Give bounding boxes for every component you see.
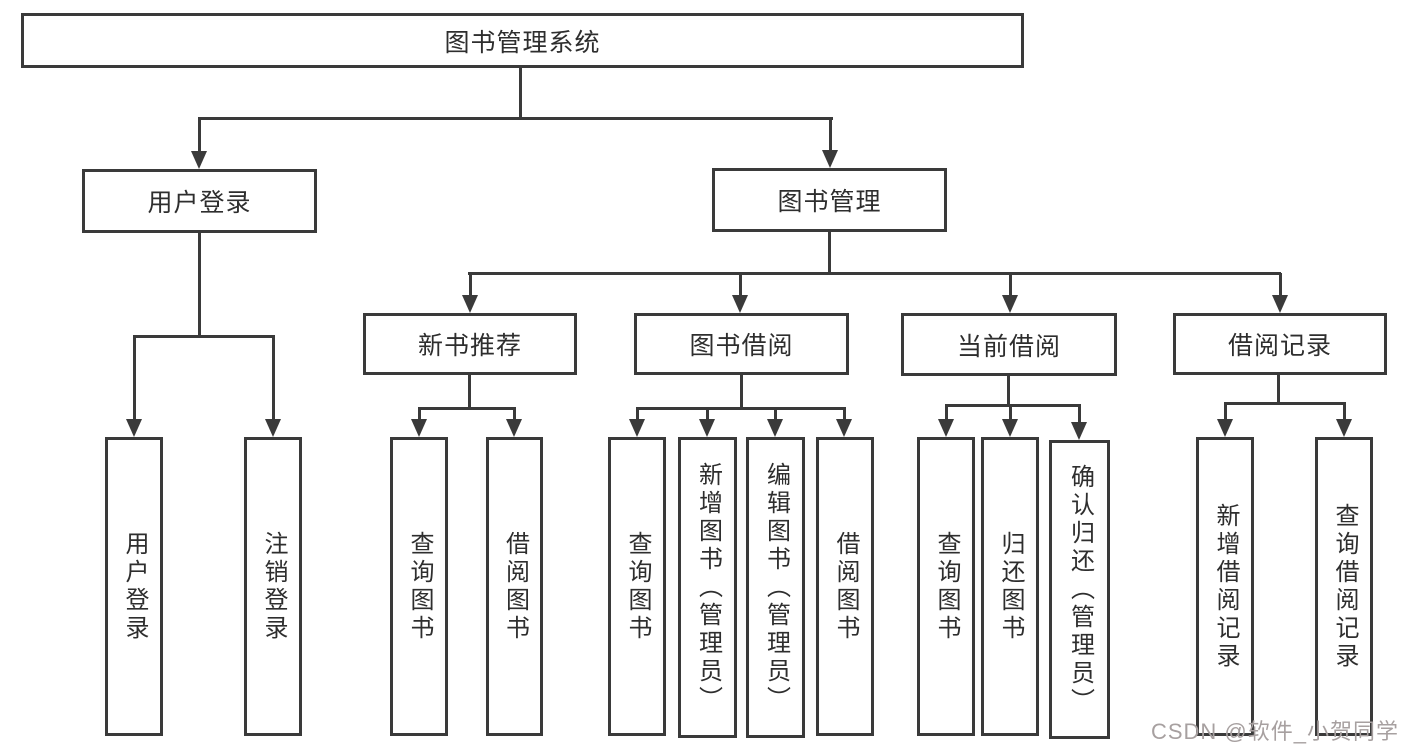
leaf-return-books: 归还图书 bbox=[981, 437, 1039, 736]
leaf-edit-books-admin: 编辑图书（管理员） bbox=[746, 437, 805, 738]
down-arrow-icon bbox=[629, 408, 645, 437]
down-arrow-icon bbox=[1002, 273, 1018, 313]
down-arrow-icon bbox=[1002, 405, 1018, 437]
down-arrow-icon bbox=[126, 336, 142, 437]
leaf-add-borrow-record: 新增借阅记录 bbox=[1196, 437, 1254, 736]
connector-line bbox=[519, 68, 522, 118]
connector-line bbox=[198, 117, 833, 120]
leaf-confirm-return-admin: 确认归还（管理员） bbox=[1049, 440, 1110, 739]
connector-line bbox=[198, 233, 201, 336]
down-arrow-icon bbox=[1217, 403, 1233, 437]
connector-line bbox=[1277, 375, 1280, 403]
node-root: 图书管理系统 bbox=[21, 13, 1024, 68]
leaf-query-books-current: 查询图书 bbox=[917, 437, 975, 736]
connector-line bbox=[828, 232, 831, 273]
leaf-user-login: 用户登录 bbox=[105, 437, 163, 736]
connector-line bbox=[468, 272, 1281, 275]
connector-line bbox=[636, 407, 846, 410]
leaf-query-borrow-record: 查询借阅记录 bbox=[1315, 437, 1373, 736]
connector-line bbox=[945, 404, 1081, 407]
down-arrow-icon bbox=[822, 118, 838, 168]
node-borrow-record: 借阅记录 bbox=[1173, 313, 1387, 375]
down-arrow-icon bbox=[767, 408, 783, 437]
node-new-book-recommend: 新书推荐 bbox=[363, 313, 577, 375]
leaf-query-books-borrow: 查询图书 bbox=[608, 437, 666, 736]
node-book-management: 图书管理 bbox=[712, 168, 947, 232]
leaf-borrow-books-recommend: 借阅图书 bbox=[486, 437, 543, 736]
down-arrow-icon bbox=[506, 408, 522, 437]
node-current-borrow: 当前借阅 bbox=[901, 313, 1117, 376]
leaf-add-books-admin: 新增图书（管理员） bbox=[678, 437, 737, 738]
connector-line bbox=[133, 335, 275, 338]
leaf-query-books-recommend: 查询图书 bbox=[390, 437, 448, 736]
watermark: CSDN @软件_小贺同学 bbox=[1150, 719, 1399, 744]
down-arrow-icon bbox=[1336, 403, 1352, 437]
down-arrow-icon bbox=[938, 405, 954, 437]
leaf-borrow-books: 借阅图书 bbox=[816, 437, 874, 736]
down-arrow-icon bbox=[411, 408, 427, 437]
down-arrow-icon bbox=[699, 408, 715, 437]
connector-line bbox=[740, 375, 743, 408]
connector-line bbox=[418, 407, 516, 410]
node-book-borrow: 图书借阅 bbox=[634, 313, 849, 375]
down-arrow-icon bbox=[462, 273, 478, 313]
down-arrow-icon bbox=[191, 118, 207, 169]
down-arrow-icon bbox=[265, 336, 281, 437]
leaf-logout: 注销登录 bbox=[244, 437, 302, 736]
down-arrow-icon bbox=[1272, 273, 1288, 313]
down-arrow-icon bbox=[1071, 405, 1087, 440]
connector-line bbox=[1007, 376, 1010, 405]
connector-line bbox=[1224, 402, 1346, 405]
node-user-login: 用户登录 bbox=[82, 169, 317, 233]
down-arrow-icon bbox=[732, 273, 748, 313]
down-arrow-icon bbox=[836, 408, 852, 437]
connector-line bbox=[468, 375, 471, 408]
